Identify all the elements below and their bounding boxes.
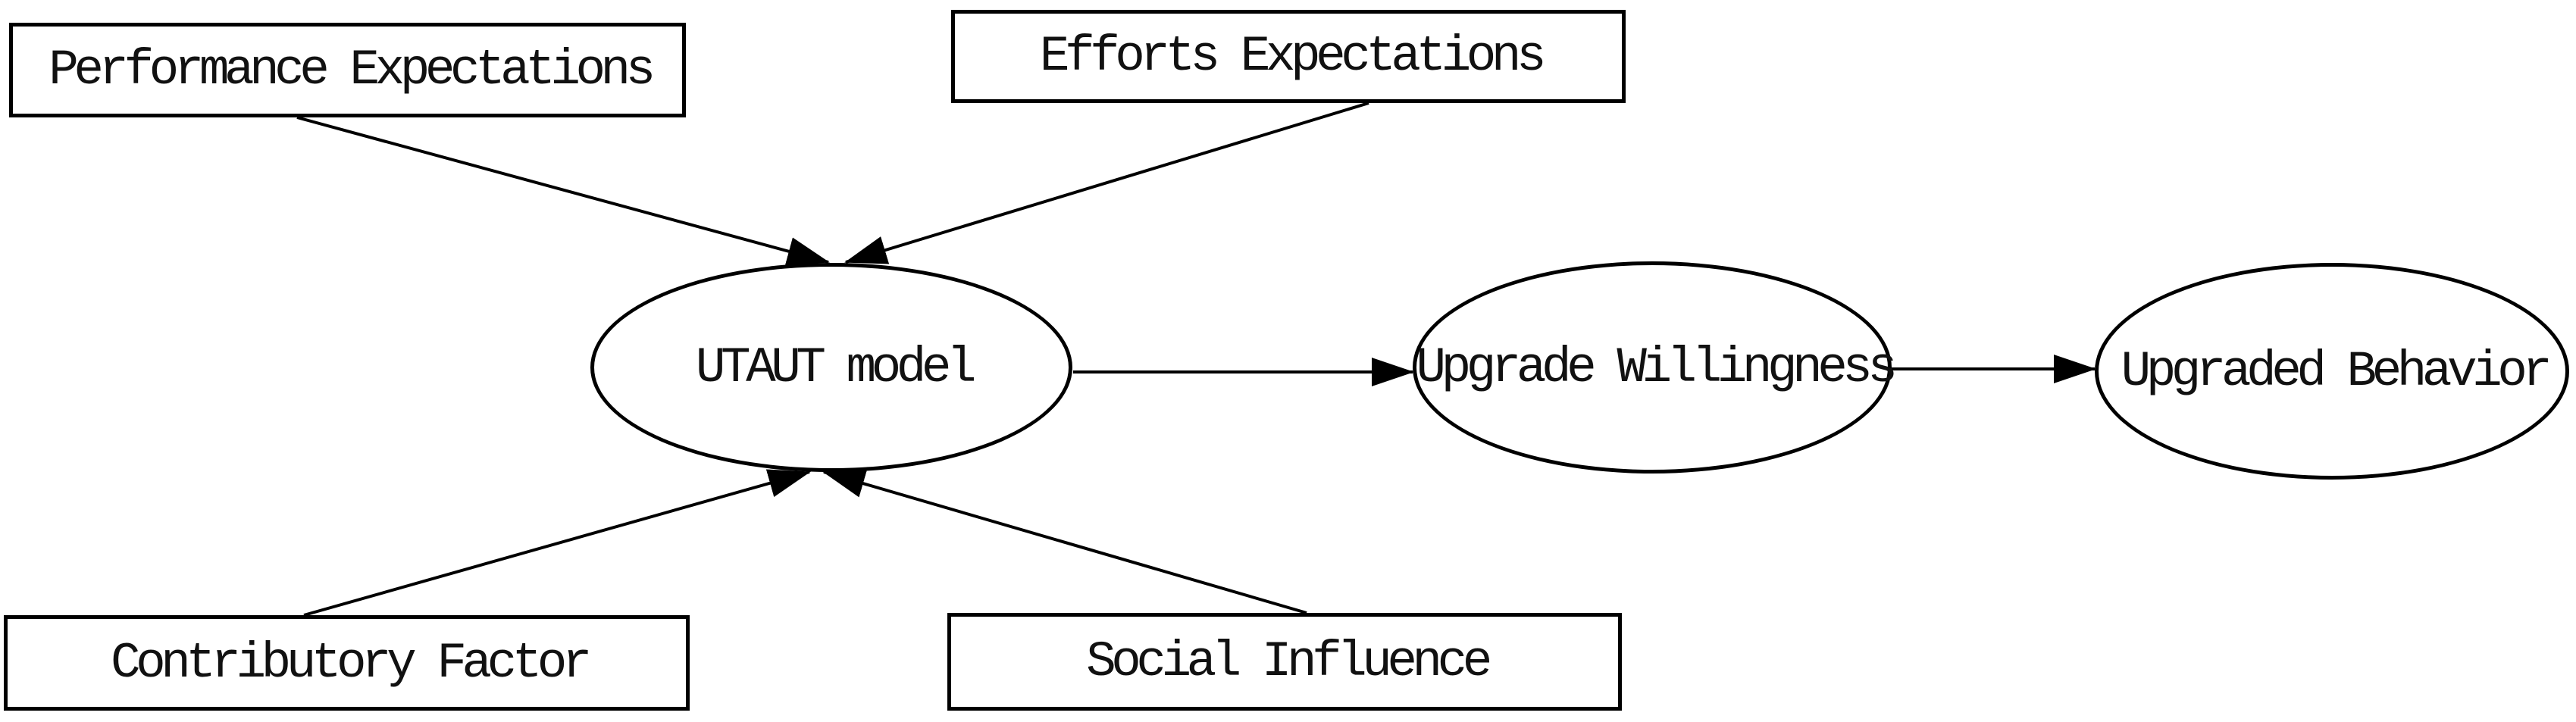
edge-performance-expectations-to-utaut-model — [296, 116, 830, 266]
node-utaut-model: UTAUT model — [590, 263, 1072, 472]
node-social-influence: Social Influence — [947, 613, 1622, 711]
node-upgrade-willingness: Upgrade Willingness — [1413, 261, 1898, 474]
edge-contributory-factor-to-utaut-model — [303, 469, 811, 617]
node-upgraded-behavior: Upgraded Behavior — [2095, 263, 2569, 480]
node-utaut-model-label: UTAUT model — [695, 339, 977, 396]
node-contributory-factor-label: Contributory Factor — [110, 634, 593, 692]
node-contributory-factor: Contributory Factor — [4, 615, 690, 711]
node-performance-expectations-label: Performance Expectations — [49, 42, 656, 98]
node-efforts-expectations: Efforts Expectations — [951, 10, 1626, 103]
edge-social-influence-to-utaut-model — [822, 469, 1307, 614]
node-social-influence-label: Social Influence — [1086, 633, 1492, 690]
edge-efforts-expectations-to-utaut-model — [844, 102, 1369, 264]
node-performance-expectations: Performance Expectations — [9, 23, 686, 117]
node-upgraded-behavior-label: Upgraded Behavior — [2121, 342, 2553, 400]
node-efforts-expectations-label: Efforts Expectations — [1039, 28, 1547, 85]
node-upgrade-willingness-label: Upgrade Willingness — [1416, 339, 1898, 396]
